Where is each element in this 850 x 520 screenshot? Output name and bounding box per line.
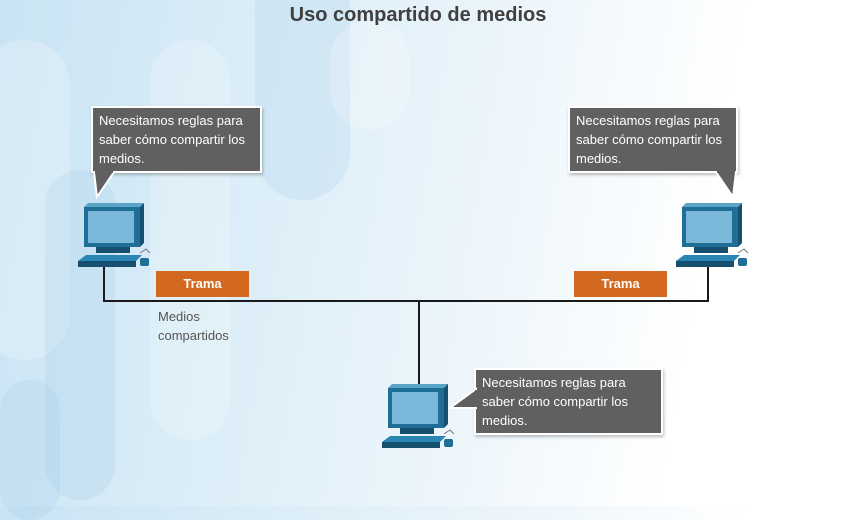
shared-medium-label: Medios compartidos bbox=[158, 309, 229, 343]
cable-left bbox=[103, 262, 105, 301]
diagram-title: Uso compartido de medios bbox=[289, 4, 547, 26]
computer-icon-left bbox=[78, 203, 151, 267]
speech-bubble-tail-bottom bbox=[448, 387, 478, 409]
background-shape bbox=[255, 0, 350, 200]
background-shape bbox=[0, 40, 70, 360]
shared-medium-line bbox=[103, 300, 709, 302]
cable-right bbox=[707, 262, 709, 301]
background-shape bbox=[150, 40, 230, 440]
computer-icon-right bbox=[676, 203, 749, 267]
cable-bottom bbox=[418, 300, 420, 390]
background-shape bbox=[0, 380, 60, 520]
speech-bubble-bottom: Necesitamos reglas para saber cómo compa… bbox=[474, 368, 663, 435]
speech-bubble-tail-left bbox=[92, 170, 116, 200]
speech-bubble-tail-right bbox=[714, 170, 738, 200]
frame-label-right: Trama bbox=[574, 271, 667, 297]
speech-bubble-right: Necesitamos reglas para saber cómo compa… bbox=[568, 106, 738, 173]
background-shape bbox=[330, 20, 410, 130]
speech-bubble-left: Necesitamos reglas para saber cómo compa… bbox=[91, 106, 262, 173]
frame-label-left: Trama bbox=[156, 271, 249, 297]
computer-icon-bottom bbox=[382, 384, 455, 448]
